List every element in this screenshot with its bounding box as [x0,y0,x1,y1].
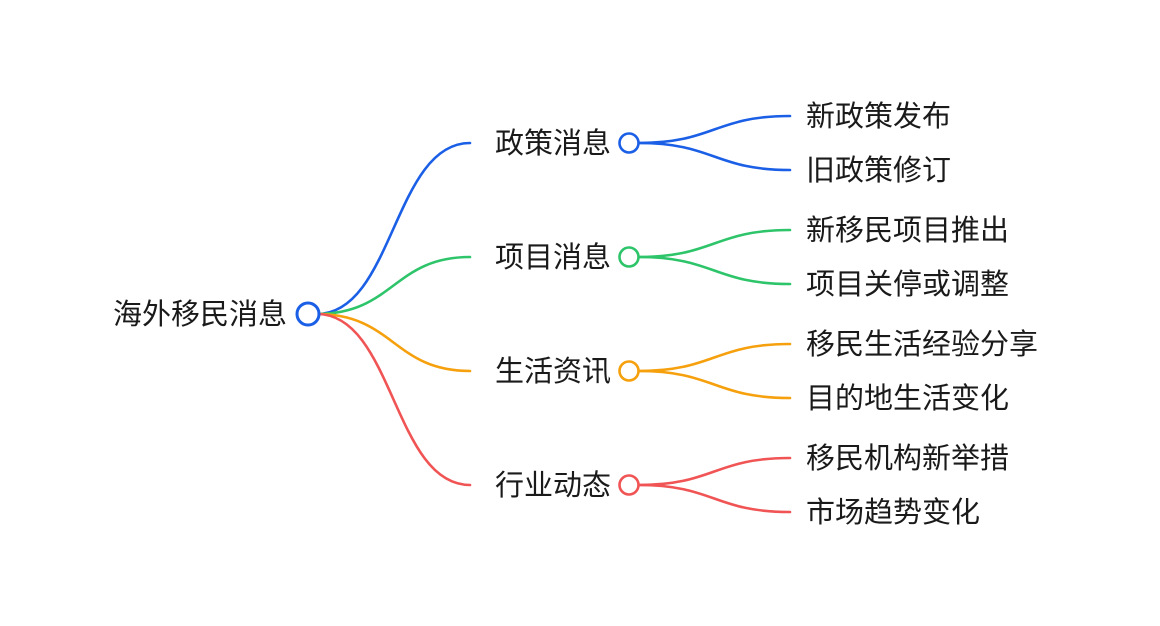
child-label: 目的地生活变化 [806,381,1009,415]
child-label: 新政策发布 [806,99,951,133]
child-label: 市场趋势变化 [806,495,980,529]
branch-node-circle[interactable] [618,132,640,154]
child-link [637,483,792,514]
branch-link [315,255,472,316]
child-label: 项目关停或调整 [806,267,1009,301]
child-label: 旧政策修订 [806,153,951,187]
child-link [637,141,792,172]
child-link [637,369,792,400]
child-link [637,114,792,145]
child-label: 移民生活经验分享 [806,327,1038,361]
branch-node-circle[interactable] [618,246,640,268]
branch-label: 行业动态 [495,468,611,502]
branch-link [315,141,472,316]
child-link [637,255,792,286]
branch-link [315,312,472,373]
branch-label: 政策消息 [495,126,611,160]
branch-link [315,312,472,487]
root-label: 海外移民消息 [113,297,287,331]
links-layer [315,114,792,514]
child-link [637,342,792,373]
child-link [637,456,792,487]
child-label: 新移民项目推出 [806,213,1009,247]
child-label: 移民机构新举措 [806,441,1009,475]
branch-node-circle[interactable] [618,360,640,382]
root-node-circle[interactable] [295,301,321,327]
branch-node-circle[interactable] [618,474,640,496]
branch-label: 生活资讯 [495,354,611,388]
child-link [637,228,792,259]
branch-label: 项目消息 [495,240,611,274]
